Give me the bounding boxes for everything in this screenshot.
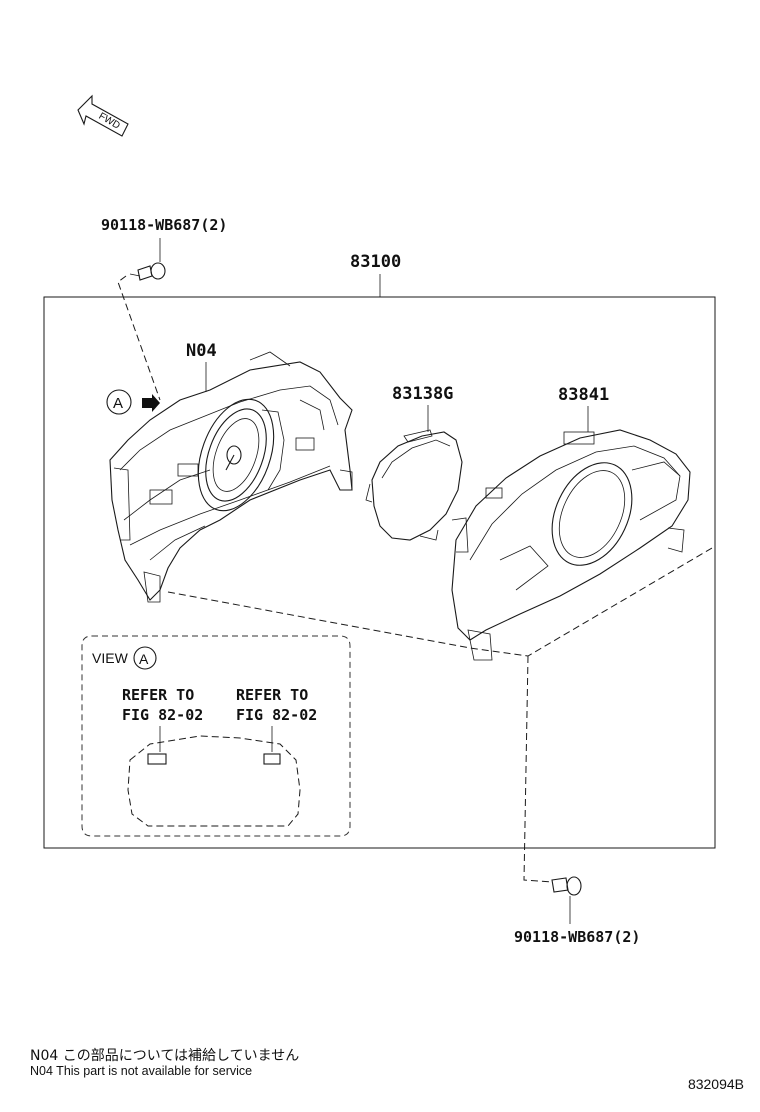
svg-text:A: A — [113, 395, 123, 412]
meter-housing-drawing — [109, 351, 353, 603]
refer-left-line1: REFER TO — [122, 686, 194, 704]
callout-83841: 83841 — [558, 385, 609, 405]
fwd-arrow-icon: FWD — [77, 94, 129, 137]
cover-83841-drawing — [451, 429, 691, 661]
note-japanese: N04 この部品については補給していません — [30, 1048, 300, 1064]
refer-right-line1: REFER TO — [236, 686, 308, 704]
callout-screw-bottom: 90118-WB687(2) — [514, 928, 640, 946]
connector-left-icon — [147, 753, 167, 765]
view-a-letter: A — [139, 651, 149, 667]
screw-top-icon — [129, 262, 166, 281]
refer-left-line2: FIG 82-02 — [122, 706, 203, 724]
assembly-bounding-box — [43, 296, 716, 849]
view-direction-arrow-icon — [142, 394, 160, 412]
refer-right-line2: FIG 82-02 — [236, 706, 317, 724]
callout-assembly: 83100 — [350, 252, 401, 272]
figure-id: 832094B — [687, 1076, 744, 1092]
view-marker-a: A — [106, 389, 160, 415]
note-english: N04 This part is not available for servi… — [30, 1064, 253, 1078]
screw-top-dash-line — [117, 275, 161, 401]
screw-bottom-dash-line — [523, 655, 553, 883]
view-a-housing-outline — [127, 735, 301, 827]
connector-right-icon — [263, 753, 281, 765]
view-a-detail: VIEW A REFER TO FIG 82-02 REFER TO FIG 8… — [81, 635, 351, 837]
view-a-detail-box — [81, 635, 351, 837]
callout-screw-top: 90118-WB687(2) — [101, 216, 227, 234]
lens-83138g-drawing — [365, 429, 463, 541]
assembly-dash-line — [167, 547, 713, 657]
screw-bottom-icon — [551, 876, 582, 896]
callout-83138g: 83138G — [392, 384, 453, 404]
callout-n04: N04 — [186, 341, 217, 361]
view-a-label: VIEW — [92, 650, 129, 666]
view-a-letter-circle — [133, 646, 157, 670]
